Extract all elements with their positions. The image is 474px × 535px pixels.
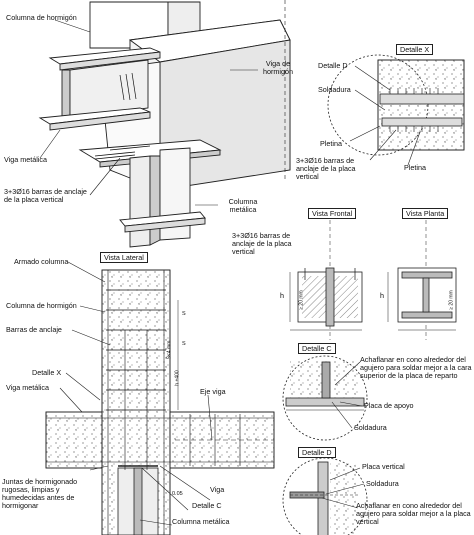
label-planta-h: h: [380, 291, 384, 300]
detalle-x-leaders: [349, 65, 421, 166]
label-columna-metalica-iso: Columna metálica: [228, 197, 258, 214]
label-soldadura-d: Soldadura: [366, 479, 399, 488]
title-detalle-d: Detalle D: [298, 447, 336, 458]
label-columna-hormigon-iso: Columna de hormigón: [6, 13, 77, 22]
label-columna-metalica-lateral: Columna metálica: [172, 517, 230, 526]
label-viga-metalica-lateral: Viga metálica: [6, 383, 50, 392]
label-eje-viga: Eje viga: [200, 387, 226, 396]
isometric-view: [38, 0, 291, 248]
lateral-leaders: [59, 261, 213, 526]
label-dim-005: 0.05: [172, 491, 183, 497]
label-barras-x: 3+3Ø16 barras de anclaje de la placa ver…: [296, 156, 356, 181]
detalle-d-drawing: [282, 457, 368, 535]
label-detalle-d-ref: Detalle D: [318, 61, 348, 70]
label-viga: Viga: [210, 485, 225, 494]
label-soldadura-x: Soldadura: [318, 85, 351, 94]
label-frontal-20mm: ≥ 20 mm: [298, 290, 305, 310]
detalle-x-drawing: [327, 54, 465, 156]
label-detalle-x-ref: Detalle X: [32, 368, 62, 377]
label-columna-hormigon-lateral: Columna de hormigón: [6, 301, 77, 310]
label-soldadura-c: Soldadura: [354, 423, 387, 432]
label-armado-columna: Armado columna: [14, 257, 69, 266]
label-barras-frontal: 3+3Ø16 barras de anclaje de la placa ver…: [232, 231, 292, 256]
title-detalle-c: Detalle C: [298, 343, 336, 354]
label-juntas: Juntas de hormigonado rugosas, limpias y…: [2, 477, 78, 510]
detalle-d-leaders: [321, 467, 365, 509]
iso-leaders: [39, 19, 258, 206]
title-vista-planta: Vista Planta: [402, 208, 449, 219]
label-barras-anclaje-iso: 3+3Ø16 barras de anclaje de la placa ver…: [4, 187, 87, 204]
detalle-c-drawing: [282, 355, 368, 441]
label-detalle-c-ref: Detalle C: [192, 501, 222, 510]
label-frontal-h: h: [280, 291, 284, 300]
detalle-c-leaders: [331, 361, 363, 429]
label-placa-apoyo: Placa de apoyo: [364, 401, 414, 410]
label-viga-metalica-iso: Viga metálica: [4, 155, 48, 164]
label-viga-hormigon: Viga de hormigón: [263, 59, 293, 76]
vista-frontal-drawing: [289, 220, 363, 340]
vista-planta-drawing: [387, 220, 457, 340]
label-placa-vertical: Placa vertical: [362, 462, 405, 471]
label-pletina-2: Pletina: [404, 163, 426, 172]
label-barras-anclaje-lateral: Barras de anclaje: [6, 325, 62, 334]
vista-lateral-drawing: [45, 269, 275, 535]
label-dim-s2: S: [182, 341, 186, 347]
label-achaflanar-d: Achaflanar en cono alrededor del agujero…: [356, 501, 471, 526]
label-planta-20mm: ≥ 20 mm: [448, 290, 455, 310]
label-dim-h: h +400: [174, 370, 181, 386]
label-achaflanar-c: Achaflanar en cono alrededor del agujero…: [360, 355, 472, 380]
title-detalle-x: Detalle X: [396, 44, 434, 55]
title-vista-lateral: Vista Lateral: [100, 252, 148, 263]
label-pletina-1: Pletina: [320, 139, 342, 148]
label-dim-s3: S<4 mm: [166, 340, 173, 360]
label-dim-s: S: [182, 311, 186, 317]
title-vista-frontal: Vista Frontal: [308, 208, 357, 219]
